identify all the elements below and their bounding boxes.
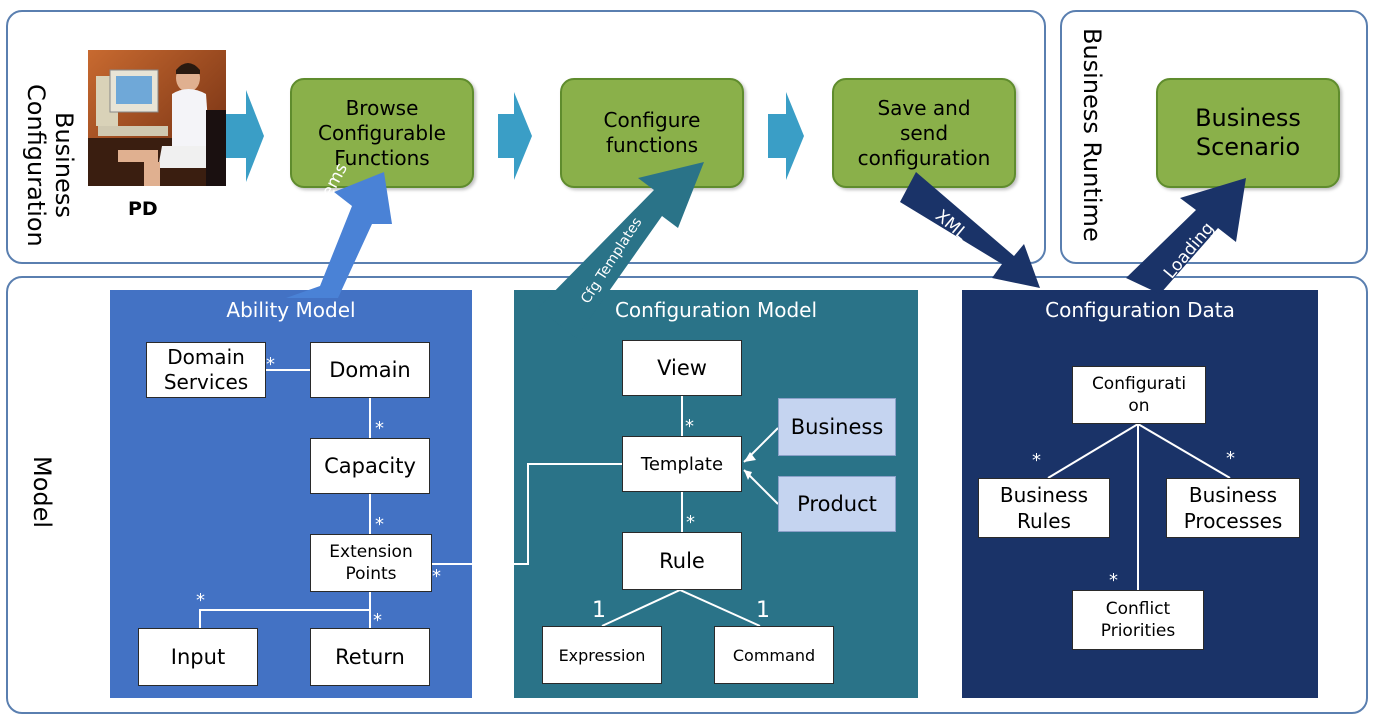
multiplicity-rule: * [686, 512, 695, 533]
business-configuration-label: Business Configuration [22, 84, 78, 247]
expression-box: Expression [542, 626, 662, 684]
flow-arrow-3 [768, 92, 804, 180]
ability-model-title: Ability Model [226, 298, 356, 322]
command-box: Command [714, 626, 834, 684]
multiplicity-extension-points: * [375, 514, 384, 535]
multiplicity-business-rules: * [1032, 450, 1041, 471]
actor-label: PD [128, 198, 158, 220]
capacity-box: Capacity [310, 438, 430, 494]
multiplicity-input: * [196, 590, 205, 611]
product-box: Product [778, 476, 896, 532]
business-runtime-label: Business Runtime [1078, 28, 1106, 242]
business-box: Business [778, 398, 896, 456]
rule-box: Rule [622, 532, 742, 590]
multiplicity-extension-template: * [432, 566, 441, 587]
domain-box: Domain [310, 342, 430, 398]
configuration-data-title: Configuration Data [1045, 298, 1235, 322]
multiplicity-command: 1 [756, 598, 770, 623]
configure-functions-step: Configure functions [560, 78, 744, 188]
model-label: Model [28, 456, 56, 529]
configuration-box: Configurati on [1072, 366, 1206, 424]
save-send-configuration-step: Save and send configuration [832, 78, 1016, 188]
domain-services-box: Domain Services [146, 342, 266, 398]
configuration-model-title: Configuration Model [614, 298, 818, 322]
input-box: Input [138, 628, 258, 686]
extension-points-box: Extension Points [310, 534, 432, 592]
actor-photo [88, 50, 226, 186]
multiplicity-capacity: * [375, 418, 384, 439]
multiplicity-template: * [685, 416, 694, 437]
business-rules-box: Business Rules [978, 478, 1110, 538]
view-box: View [622, 340, 742, 396]
multiplicity-domain-services: * [266, 354, 275, 375]
business-processes-box: Business Processes [1166, 478, 1300, 538]
multiplicity-return: * [373, 610, 382, 631]
business-scenario-step: Business Scenario [1156, 78, 1340, 188]
flow-arrow-1 [226, 90, 264, 182]
flow-arrow-2 [498, 92, 532, 180]
return-box: Return [310, 628, 430, 686]
conflict-priorities-box: Conflict Priorities [1072, 590, 1204, 650]
multiplicity-business-processes: * [1226, 448, 1235, 469]
template-box: Template [622, 436, 742, 492]
multiplicity-expression: 1 [592, 598, 606, 623]
multiplicity-conflict-priorities: * [1109, 570, 1118, 591]
